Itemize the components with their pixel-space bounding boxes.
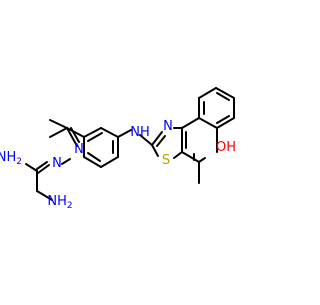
atom-labels: NH N S OH N N NH2 NH2 [0,119,236,211]
atom-nh2-bottom-label: NH [47,194,67,209]
molecule-structure-diagram: NH N S OH N N NH2 NH2 [0,87,236,211]
bond [198,87,217,99]
bond-double-inner [87,132,103,142]
atom-n-thiazole: N [163,119,173,134]
bond [36,190,53,201]
bond [66,127,85,138]
bond-double-inner [216,92,230,101]
bond [198,117,218,129]
bond [151,144,159,157]
bond [181,117,200,129]
atom-nh2-top-subscript: 2 [16,157,22,167]
bond-double [70,127,80,143]
bond [139,134,153,146]
bond-lines [25,87,235,201]
bond [117,129,132,138]
bond [151,131,163,146]
bond-double [36,161,48,170]
atom-oh: OH [216,140,236,155]
bond [61,158,71,165]
bond [181,151,200,163]
atom-nh2-bottom-subscript: 2 [67,201,73,211]
bond [100,156,119,168]
bond [173,151,183,159]
bond [215,87,235,99]
bond-double [37,164,50,174]
bond [49,119,68,129]
atom-n-hydrazone-1: N [74,142,84,157]
bond [83,156,102,168]
bond [216,117,235,129]
atom-nh2-top: NH2 [0,150,22,167]
bond-double-inner [216,115,230,124]
atom-nh-amine: NH [130,125,150,140]
bond [100,127,119,138]
bond [25,163,38,172]
bond [83,127,102,138]
atom-nh2-bottom: NH2 [47,194,72,211]
bond [66,127,78,147]
bond [198,157,206,163]
bond [49,127,68,138]
molecule-svg: NH N S OH N N NH2 NH2 [0,87,236,211]
atom-n-hydrazone-2: N [52,156,62,171]
bond-double-inner [87,152,101,162]
atom-nh2-top-label: NH [0,150,16,165]
bond-double-inner [156,135,166,147]
atom-s-thiazole: S [162,153,170,168]
